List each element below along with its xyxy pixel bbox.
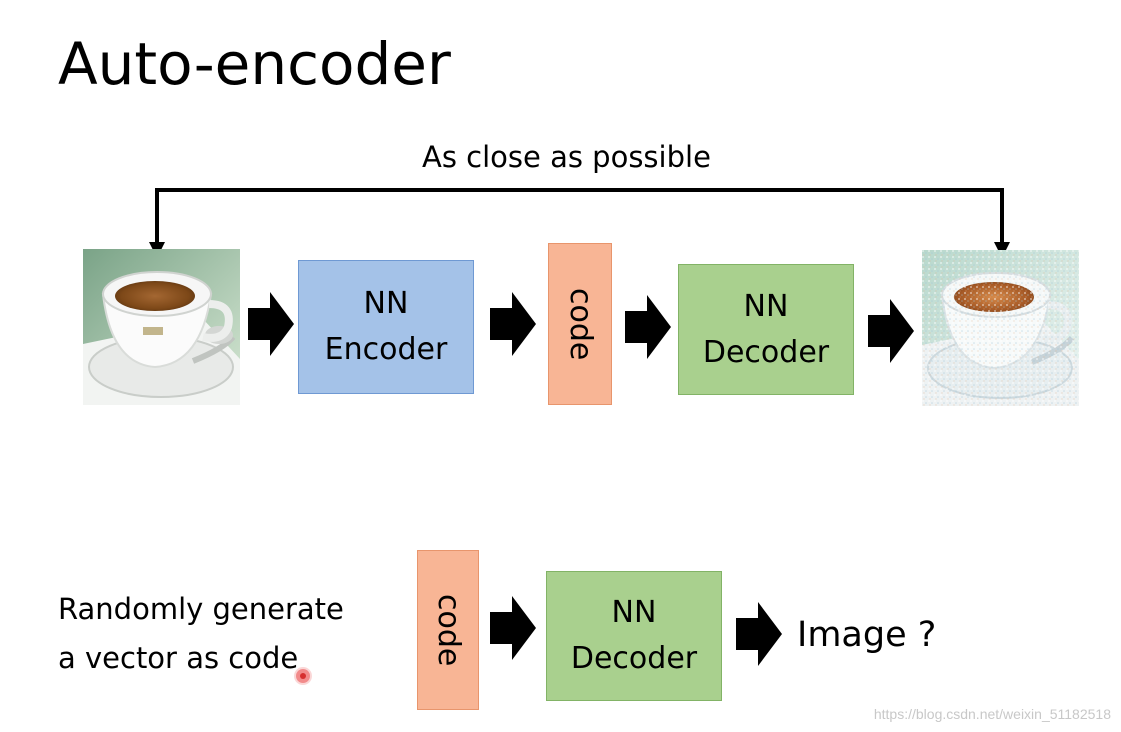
output-image-question: Image ? bbox=[797, 615, 937, 655]
arrow-right-icon bbox=[736, 602, 782, 666]
decoder-box: NN Decoder bbox=[678, 264, 854, 395]
random-code-caption-line1: Randomly generate bbox=[58, 592, 344, 626]
page-title: Auto-encoder bbox=[58, 30, 451, 98]
code-box: code bbox=[548, 243, 612, 405]
encoder-line1: NN bbox=[363, 286, 409, 321]
feedback-label: As close as possible bbox=[422, 140, 711, 174]
coffee-cup-input-icon bbox=[83, 249, 240, 405]
output-image bbox=[922, 250, 1079, 406]
code-box-bottom: code bbox=[417, 550, 479, 710]
decoder-bottom-line1: NN bbox=[611, 595, 657, 630]
decoder-line2: Decoder bbox=[702, 334, 830, 370]
decoder-bottom-line2: Decoder bbox=[570, 641, 698, 676]
arrow-right-icon bbox=[248, 292, 294, 356]
encoder-box: NN Encoder bbox=[298, 260, 474, 394]
decoder-line1: NN bbox=[743, 288, 789, 324]
arrow-right-icon bbox=[490, 596, 536, 660]
random-code-caption-line2: a vector as code bbox=[58, 641, 299, 675]
mouse-pointer-indicator bbox=[296, 669, 310, 683]
encoder-line2: Encoder bbox=[324, 332, 448, 367]
arrow-right-icon bbox=[625, 295, 671, 359]
coffee-cup-reconstructed-icon bbox=[922, 250, 1079, 406]
decoder-box-bottom: NN Decoder bbox=[546, 571, 722, 701]
arrow-right-icon bbox=[490, 292, 536, 356]
code-label-bottom: code bbox=[431, 593, 466, 667]
watermark: https://blog.csdn.net/weixin_51182518 bbox=[873, 706, 1111, 722]
code-label: code bbox=[563, 287, 598, 361]
arrow-right-icon bbox=[868, 299, 914, 363]
input-image bbox=[83, 249, 240, 405]
